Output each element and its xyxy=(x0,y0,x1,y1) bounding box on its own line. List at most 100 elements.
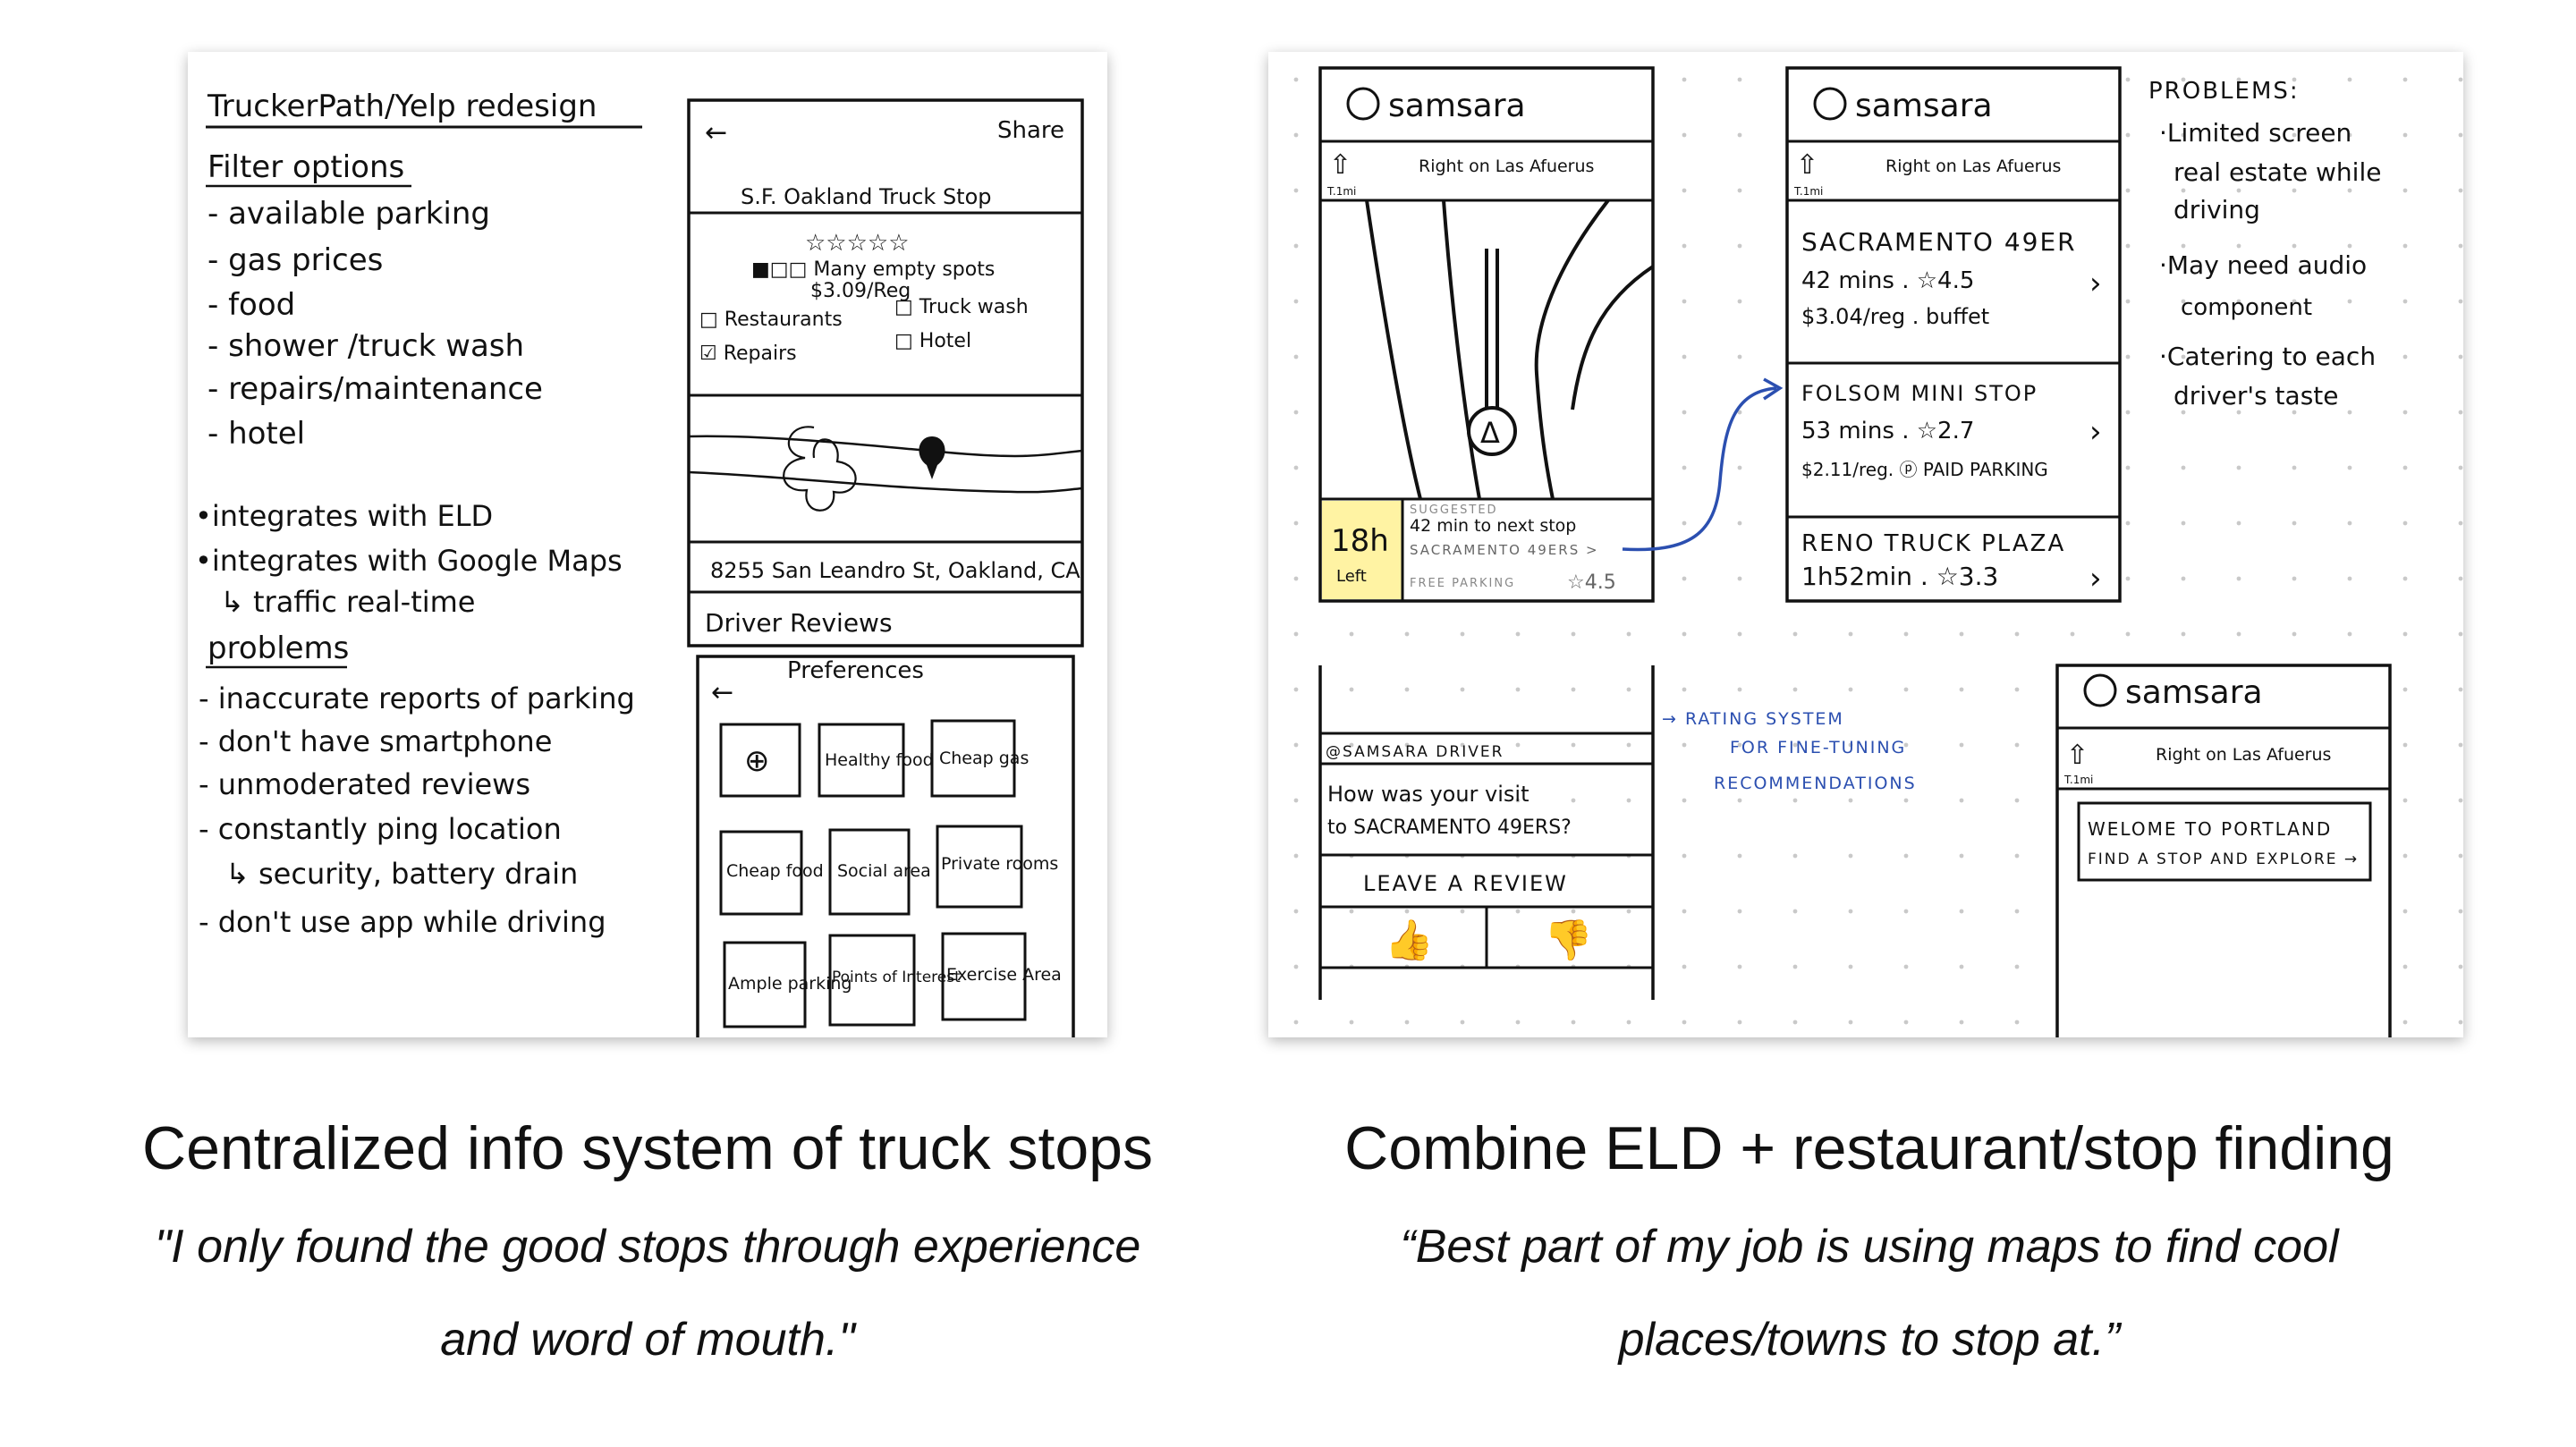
preferences-title: Preferences xyxy=(787,657,924,684)
problem-item: driving xyxy=(2174,195,2260,224)
left-sketch-drawing: TruckerPath/Yelp redesign Filter options… xyxy=(195,89,1084,1052)
quote-line: "I only found the good stops through exp… xyxy=(154,1221,1141,1273)
flow-arrowhead-icon xyxy=(1763,377,1784,401)
rating-note-line: → RATING SYSTEM xyxy=(1662,709,1844,729)
add-preference-icon: ⊕ xyxy=(744,743,770,779)
preference-tile: Private rooms xyxy=(941,854,1058,874)
brand-name: samsara xyxy=(1855,88,1993,124)
thumbs-down-icon[interactable]: 👎 xyxy=(1544,918,1593,963)
phone-sketch-stop-detail: ← Share S.F. Oakland Truck Stop ☆☆☆☆☆ ■□… xyxy=(687,98,1084,647)
quote-line: “Best part of my job is using maps to fi… xyxy=(1400,1221,2339,1273)
parking-label: FREE PARKING xyxy=(1410,577,1515,590)
map-roads: Δ xyxy=(1365,199,1655,500)
nav-instruction: Right on Las Afuerus xyxy=(1885,157,2061,176)
rating-note-line: FOR FINE-TUNING xyxy=(1730,738,1906,757)
problems-title: PROBLEMS: xyxy=(2148,78,2300,105)
nav-distance: T.1mi xyxy=(2063,774,2093,786)
turn-arrow-icon: ⇧ xyxy=(1329,149,1352,181)
filter-item: - hotel xyxy=(208,416,305,452)
nav-instruction: Right on Las Afuerus xyxy=(2156,745,2331,765)
right-caption-quote: “Best part of my job is using maps to fi… xyxy=(1243,1200,2496,1386)
left-caption-quote: "I only found the good stops through exp… xyxy=(21,1200,1274,1386)
review-question: to SACRAMENTO 49ERS? xyxy=(1327,817,1572,839)
phone-sketch-preferences: ← Preferences ⊕ Healthy food Cheap gas C… xyxy=(696,655,1075,1052)
left-caption: Centralized info system of truck stops "… xyxy=(21,1113,1274,1386)
map-pin-icon xyxy=(919,436,945,479)
stop-rating-stars: ☆☆☆☆☆ xyxy=(805,230,910,257)
suggested-label: SUGGESTED xyxy=(1410,503,1498,517)
welcome-card[interactable] xyxy=(2077,801,2372,882)
filter-item: - repairs/maintenance xyxy=(208,371,543,407)
right-caption: Combine ELD + restaurant/stop finding “B… xyxy=(1243,1113,2496,1386)
filter-options-title: Filter options xyxy=(208,149,404,185)
stop-eta-rating: 1h52min . ☆3.3 xyxy=(1801,562,1998,591)
filter-item: - food xyxy=(208,287,295,323)
filter-item: - available parking xyxy=(208,196,490,232)
right-sketch-sheet: samsara ⇧ T.1mi Right on Las Afuerus Δ 1… xyxy=(1268,52,2463,1043)
chevron-right-icon: › xyxy=(2089,266,2102,301)
rating-system-note: → RATING SYSTEM FOR FINE-TUNING RECOMMEN… xyxy=(1662,709,1915,793)
sketch-heading: TruckerPath/Yelp redesign xyxy=(207,89,597,124)
nav-instruction: Right on Las Afuerus xyxy=(1419,157,1594,176)
stop-name: FOLSOM MINI STOP xyxy=(1801,381,2038,406)
stop-list-item[interactable]: FOLSOM MINI STOP 53 mins . ☆2.7 $2.11/re… xyxy=(1801,381,2102,480)
hours-left-value: 18h xyxy=(1331,523,1389,559)
nav-distance: T.1mi xyxy=(1326,185,1356,198)
preference-tile: Points of Interest xyxy=(832,969,961,986)
stop-address: 8255 San Leandro St, Oakland, CA xyxy=(710,558,1080,583)
next-stop-name[interactable]: SACRAMENTO 49ERS > xyxy=(1410,542,1599,558)
preference-tile: Healthy food xyxy=(825,750,934,770)
chevron-right-icon: › xyxy=(2089,561,2102,597)
problem-item: - don't have smartphone xyxy=(199,724,552,758)
problem-item: ↳ security, battery drain xyxy=(225,857,578,891)
stop-name: S.F. Oakland Truck Stop xyxy=(741,184,992,209)
phone-sketch-welcome: samsara ⇧ T.1mi Right on Las Afuerus WEL… xyxy=(2055,664,2392,1043)
preference-tile: Cheap gas xyxy=(939,749,1029,768)
stop-price: $3.04/reg . buffet xyxy=(1801,304,1989,329)
preference-tile: Ample parking xyxy=(728,974,852,994)
problem-item: - unmoderated reviews xyxy=(199,767,530,801)
stop-list-item[interactable]: RENO TRUCK PLAZA 1h52min . ☆3.3 › xyxy=(1801,530,2102,597)
chevron-right-icon: › xyxy=(2089,414,2102,450)
back-arrow-icon: ← xyxy=(705,117,727,148)
problem-item: - don't use app while driving xyxy=(199,905,606,939)
problem-item: ·Limited screen xyxy=(2159,118,2351,148)
phone-sketch-navigation: samsara ⇧ T.1mi Right on Las Afuerus Δ 1… xyxy=(1318,66,1655,603)
brand-name: samsara xyxy=(1388,88,1526,124)
driver-reviews-link: Driver Reviews xyxy=(705,608,893,638)
share-link: Share xyxy=(997,117,1064,144)
review-question: How was your visit xyxy=(1327,782,1530,807)
problems-note: PROBLEMS: ·Limited screen real estate wh… xyxy=(2148,78,2381,410)
preference-tile: Cheap food xyxy=(726,861,824,881)
stop-name: RENO TRUCK PLAZA xyxy=(1801,530,2065,557)
problem-item: driver's taste xyxy=(2174,381,2339,410)
stop-list-item[interactable]: SACRAMENTO 49ER 42 mins . ☆4.5 $3.04/reg… xyxy=(1801,227,2102,329)
stop-eta-rating: 53 mins . ☆2.7 xyxy=(1801,418,1974,444)
phone-sketch-stop-list: samsara ⇧ T.1mi Right on Las Afuerus SAC… xyxy=(1785,66,2122,603)
leave-review-button[interactable]: LEAVE A REVIEW xyxy=(1363,871,1568,896)
quote-line: and word of mouth." xyxy=(440,1314,855,1366)
filter-item: - shower /truck wash xyxy=(208,328,524,364)
nav-distance: T.1mi xyxy=(1793,185,1823,198)
brand-name: samsara xyxy=(2125,674,2263,711)
turn-arrow-icon: ⇧ xyxy=(1796,149,1818,181)
parking-availability: ■□□ Many empty spots xyxy=(751,258,995,281)
stop-name: SACRAMENTO 49ER xyxy=(1801,227,2077,257)
back-arrow-icon: ← xyxy=(711,677,733,708)
preference-tile: Exercise Area xyxy=(946,965,1062,985)
problem-item: component xyxy=(2181,294,2312,321)
next-stop-rating: ☆4.5 xyxy=(1567,571,1616,594)
thumbs-up-icon[interactable]: 👍 xyxy=(1385,918,1434,963)
problems-title: problems xyxy=(208,630,349,666)
integration-item: •integrates with Google Maps xyxy=(195,544,623,578)
map-thumbnail xyxy=(688,426,1083,512)
right-sketch-drawing: samsara ⇧ T.1mi Right on Las Afuerus Δ 1… xyxy=(1268,52,2463,1043)
integration-item: ↳ traffic real-time xyxy=(220,585,475,619)
problem-item: - constantly ping location xyxy=(199,812,562,846)
samsara-logo-icon xyxy=(1346,87,1380,121)
stop-price: $2.11/reg. ⓟ PAID PARKING xyxy=(1801,459,2048,480)
next-stop-eta: 42 min to next stop xyxy=(1410,516,1576,536)
samsara-logo-icon xyxy=(2083,673,2117,707)
explore-link[interactable]: FIND A STOP AND EXPLORE → xyxy=(2088,850,2359,868)
amenity-checkbox: □ Truck wash xyxy=(894,296,1029,318)
